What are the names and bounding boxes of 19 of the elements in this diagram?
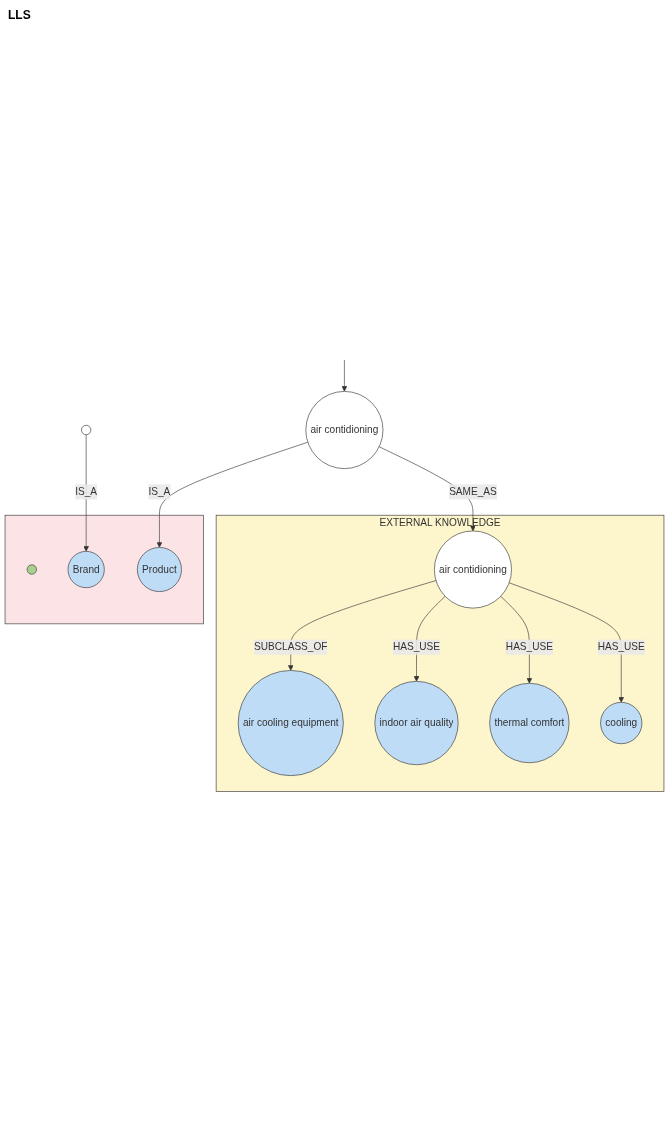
edge-label: HAS_USE: [393, 641, 441, 653]
node-circle: thermal comfort: [489, 683, 570, 764]
node-circle: air contidioning: [305, 391, 384, 470]
node-circle: air contidioning: [434, 530, 512, 609]
cut-off-text: LLS: [8, 8, 31, 22]
node-circle: cooling: [600, 702, 643, 745]
edge-label: IS_A: [75, 486, 98, 498]
edge-label: IS_A: [148, 486, 171, 498]
node-circle: [81, 425, 92, 436]
node-circle: Brand: [67, 551, 105, 589]
node-circle: [26, 564, 37, 575]
edge-label: SUBCLASS_OF: [254, 641, 328, 653]
node-circle: Product: [137, 547, 182, 593]
edge-label: HAS_USE: [597, 641, 645, 653]
edge-label: HAS_USE: [505, 641, 553, 653]
node-circle: air cooling equipment: [237, 670, 344, 777]
edge-label: SAME_AS: [449, 486, 497, 498]
node-circle: indoor air quality: [374, 681, 459, 766]
cluster: [4, 515, 204, 625]
